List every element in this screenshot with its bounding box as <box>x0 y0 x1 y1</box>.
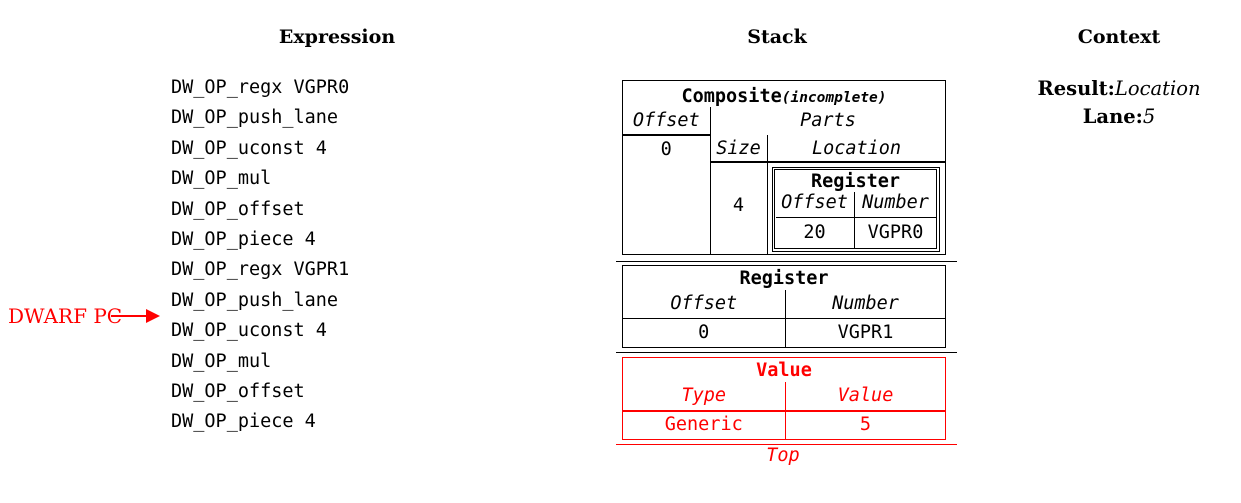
dwarf-pc-arrow-icon <box>146 309 160 323</box>
context-column-title: Context <box>1077 26 1161 48</box>
composite-title: Composite(incomplete) <box>623 83 945 110</box>
register-offset-header: Offset <box>670 293 738 314</box>
context-result-label: Result: <box>1037 77 1115 100</box>
expression-op: DW_OP_mul <box>171 168 272 190</box>
value-type-value: Generic <box>664 414 743 435</box>
expression-op: DW_OP_push_lane <box>171 107 339 129</box>
expression-op: DW_OP_regx VGPR1 <box>171 259 350 281</box>
divider <box>709 107 711 254</box>
composite-parts-header: Parts <box>800 110 856 131</box>
divider <box>623 317 945 319</box>
expression-op: DW_OP_mul <box>171 350 272 372</box>
expression-op: DW_OP_push_lane <box>171 289 339 311</box>
stack-top-separator <box>616 443 957 445</box>
expression-op: DW_OP_piece 4 <box>171 411 316 433</box>
context-result-line: Result:Location <box>1019 77 1219 101</box>
context-lane-value: 5 <box>1142 105 1156 128</box>
divider <box>623 134 710 136</box>
part-register-title: Register <box>810 170 901 192</box>
composite-size-header: Size <box>716 138 761 159</box>
context-result-value: Location <box>1114 77 1201 100</box>
expression-op: DW_OP_uconst 4 <box>171 137 327 159</box>
register-title: Register <box>739 268 829 289</box>
context-lane-label: Lane: <box>1082 105 1143 128</box>
composite-size-value: 4 <box>732 195 745 216</box>
expression-op: DW_OP_offset <box>171 380 305 402</box>
stack-entry-register: Register Offset Number 0 VGPR1 <box>622 265 946 348</box>
dwarf-pc-arrow-line <box>111 315 147 317</box>
divider <box>709 161 945 163</box>
expression-op: DW_OP_regx VGPR0 <box>171 77 350 98</box>
composite-part-register: Register Offset Number 20 VGPR0 <box>771 166 940 252</box>
composite-title-text: Composite <box>681 86 782 107</box>
value-value-header: Value <box>837 385 894 406</box>
value-type-header: Type <box>681 385 727 406</box>
value-title: Value <box>756 360 812 381</box>
part-register-offset-header: Offset <box>781 191 848 213</box>
register-number-header: Number <box>832 293 899 314</box>
composite-incomplete-qualifier: (incomplete) <box>781 90 887 106</box>
stack-entry-value: Value Type Value Generic 5 <box>622 357 946 440</box>
expression-column-title: Expression <box>278 26 396 48</box>
part-register-offset-value: 20 <box>803 221 826 243</box>
stack-top-label: Top <box>766 445 800 466</box>
stack-entry-separator <box>616 260 957 262</box>
register-offset-value: 0 <box>698 322 710 343</box>
part-register-number-value: VGPR0 <box>867 221 924 243</box>
stack-entry-separator <box>616 351 957 353</box>
dwarf-pc-label: DWARF PC <box>8 304 123 328</box>
composite-offset-header: Offset <box>632 110 700 131</box>
composite-location-header: Location <box>811 138 902 159</box>
divider <box>623 410 945 412</box>
part-register-number-header: Number <box>862 191 929 213</box>
expression-op: DW_OP_offset <box>171 198 305 220</box>
divider <box>853 191 855 248</box>
stack-entry-composite: Composite(incomplete) Offset 0 Parts Siz… <box>622 80 946 255</box>
stack-column-title: Stack <box>747 26 807 48</box>
value-value-value: 5 <box>859 414 872 435</box>
context-lane-line: Lane:5 <box>1019 105 1219 129</box>
expression-op: DW_OP_uconst 4 <box>171 320 327 342</box>
register-number-value: VGPR1 <box>837 322 894 343</box>
expression-op: DW_OP_piece 4 <box>171 228 316 250</box>
expression-list: DW_OP_regx VGPR0 DW_OP_push_lane DW_OP_u… <box>171 73 349 438</box>
divider <box>775 216 936 218</box>
divider <box>766 135 768 254</box>
composite-offset-value: 0 <box>660 139 672 160</box>
